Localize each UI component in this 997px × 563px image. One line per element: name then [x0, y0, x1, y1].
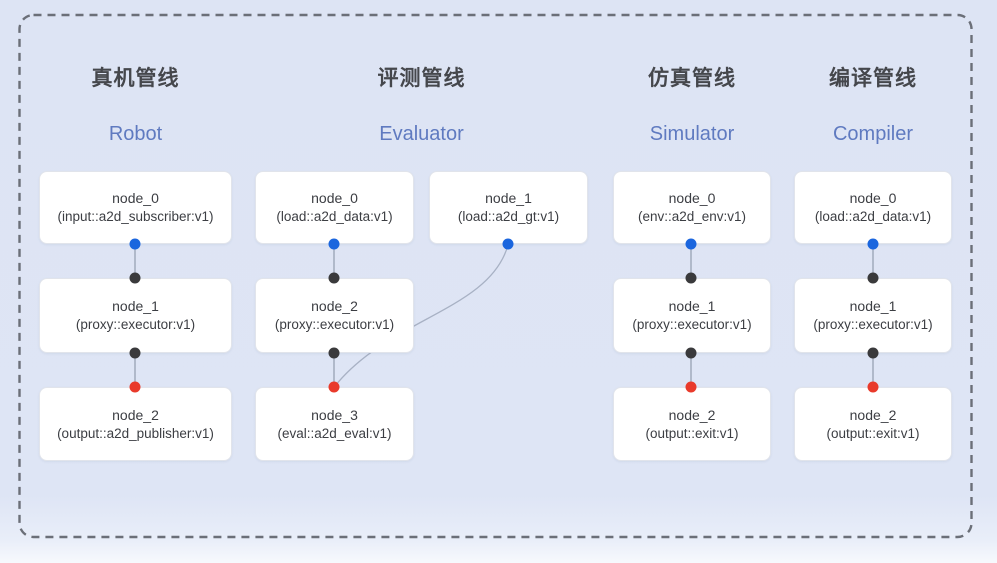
dashed-frame: [18, 13, 973, 539]
node-box-robot-1: node_1 (proxy::executor:v1): [39, 278, 232, 353]
node-box-simulator-1: node_1 (proxy::executor:v1): [613, 278, 771, 353]
terminal-port-dot: [129, 381, 141, 393]
node-name: node_2: [668, 406, 716, 423]
output-port-dot: [685, 238, 697, 250]
output-port-dot: [129, 238, 141, 250]
node-type: (proxy::executor:v1): [632, 317, 752, 333]
node-name: node_2: [112, 406, 159, 423]
node-box-evaluator-0: node_0 (load::a2d_data:v1): [255, 171, 414, 244]
terminal-port-dot: [867, 381, 879, 393]
node-name: node_2: [849, 406, 897, 423]
node-name: node_1: [485, 190, 532, 207]
input-port-dot: [685, 347, 697, 359]
node-type: (proxy::executor:v1): [813, 317, 933, 333]
node-name: node_2: [311, 298, 358, 315]
gt-to-eval-curve-connector: [334, 244, 509, 387]
node-box-compiler-0: node_0 (load::a2d_data:v1): [794, 171, 952, 244]
node-box-simulator-0: node_0 (env::a2d_env:v1): [613, 171, 771, 244]
pipeline-title-en-simulator: Simulator: [649, 123, 735, 145]
node-type: (load::a2d_data:v1): [276, 209, 393, 225]
node-box-evaluator-1: node_1 (load::a2d_gt:v1): [429, 171, 588, 244]
node-type: (proxy::executor:v1): [274, 317, 395, 333]
input-port-dot: [867, 272, 879, 284]
node-type: (eval::a2d_eval:v1): [277, 425, 392, 441]
node-type: (output::exit:v1): [826, 425, 920, 441]
terminal-port-dot: [685, 381, 697, 393]
node-name: node_0: [311, 190, 358, 207]
output-port-dot: [867, 238, 879, 250]
output-port-dot: [502, 238, 514, 250]
pipeline-title-zh-evaluator: 评测管线: [377, 67, 466, 90]
output-port-dot: [328, 238, 340, 250]
node-type: (load::a2d_gt:v1): [457, 209, 560, 225]
node-box-evaluator-2: node_2 (proxy::executor:v1): [255, 278, 414, 353]
pipeline-title-en-robot: Robot: [108, 123, 163, 145]
node-type: (load::a2d_data:v1): [814, 209, 932, 225]
node-name: node_1: [112, 298, 159, 315]
terminal-port-dot: [328, 381, 340, 393]
pipeline-title-en-evaluator: Evaluator: [379, 123, 464, 145]
node-type: (proxy::executor:v1): [75, 317, 196, 333]
input-port-dot: [867, 347, 879, 359]
input-port-dot: [685, 272, 697, 284]
node-type: (input::a2d_subscriber:v1): [57, 209, 214, 225]
pipeline-title-zh-simulator: 仿真管线: [648, 67, 736, 90]
node-name: node_0: [849, 190, 897, 207]
input-port-dot: [328, 272, 340, 284]
node-type: (output::exit:v1): [645, 425, 739, 441]
node-name: node_0: [668, 190, 716, 207]
pipeline-title-zh-compiler: 编译管线: [829, 67, 917, 90]
input-port-dot: [328, 347, 340, 359]
node-box-compiler-2: node_2 (output::exit:v1): [794, 387, 952, 461]
node-box-compiler-1: node_1 (proxy::executor:v1): [794, 278, 952, 353]
node-name: node_3: [311, 406, 358, 423]
pipeline-title-zh-robot: 真机管线: [91, 67, 180, 90]
node-box-robot-0: node_0 (input::a2d_subscriber:v1): [39, 171, 232, 244]
node-name: node_0: [112, 190, 159, 207]
node-box-robot-2: node_2 (output::a2d_publisher:v1): [39, 387, 232, 461]
node-type: (env::a2d_env:v1): [637, 209, 747, 225]
node-type: (output::a2d_publisher:v1): [57, 425, 214, 441]
node-box-evaluator-3: node_3 (eval::a2d_eval:v1): [255, 387, 414, 461]
input-port-dot: [129, 272, 141, 284]
straight-connectors: [134, 244, 874, 387]
node-box-simulator-2: node_2 (output::exit:v1): [613, 387, 771, 461]
input-port-dot: [129, 347, 141, 359]
pipeline-title-en-compiler: Compiler: [832, 123, 914, 145]
node-name: node_1: [668, 298, 716, 315]
node-name: node_1: [849, 298, 897, 315]
